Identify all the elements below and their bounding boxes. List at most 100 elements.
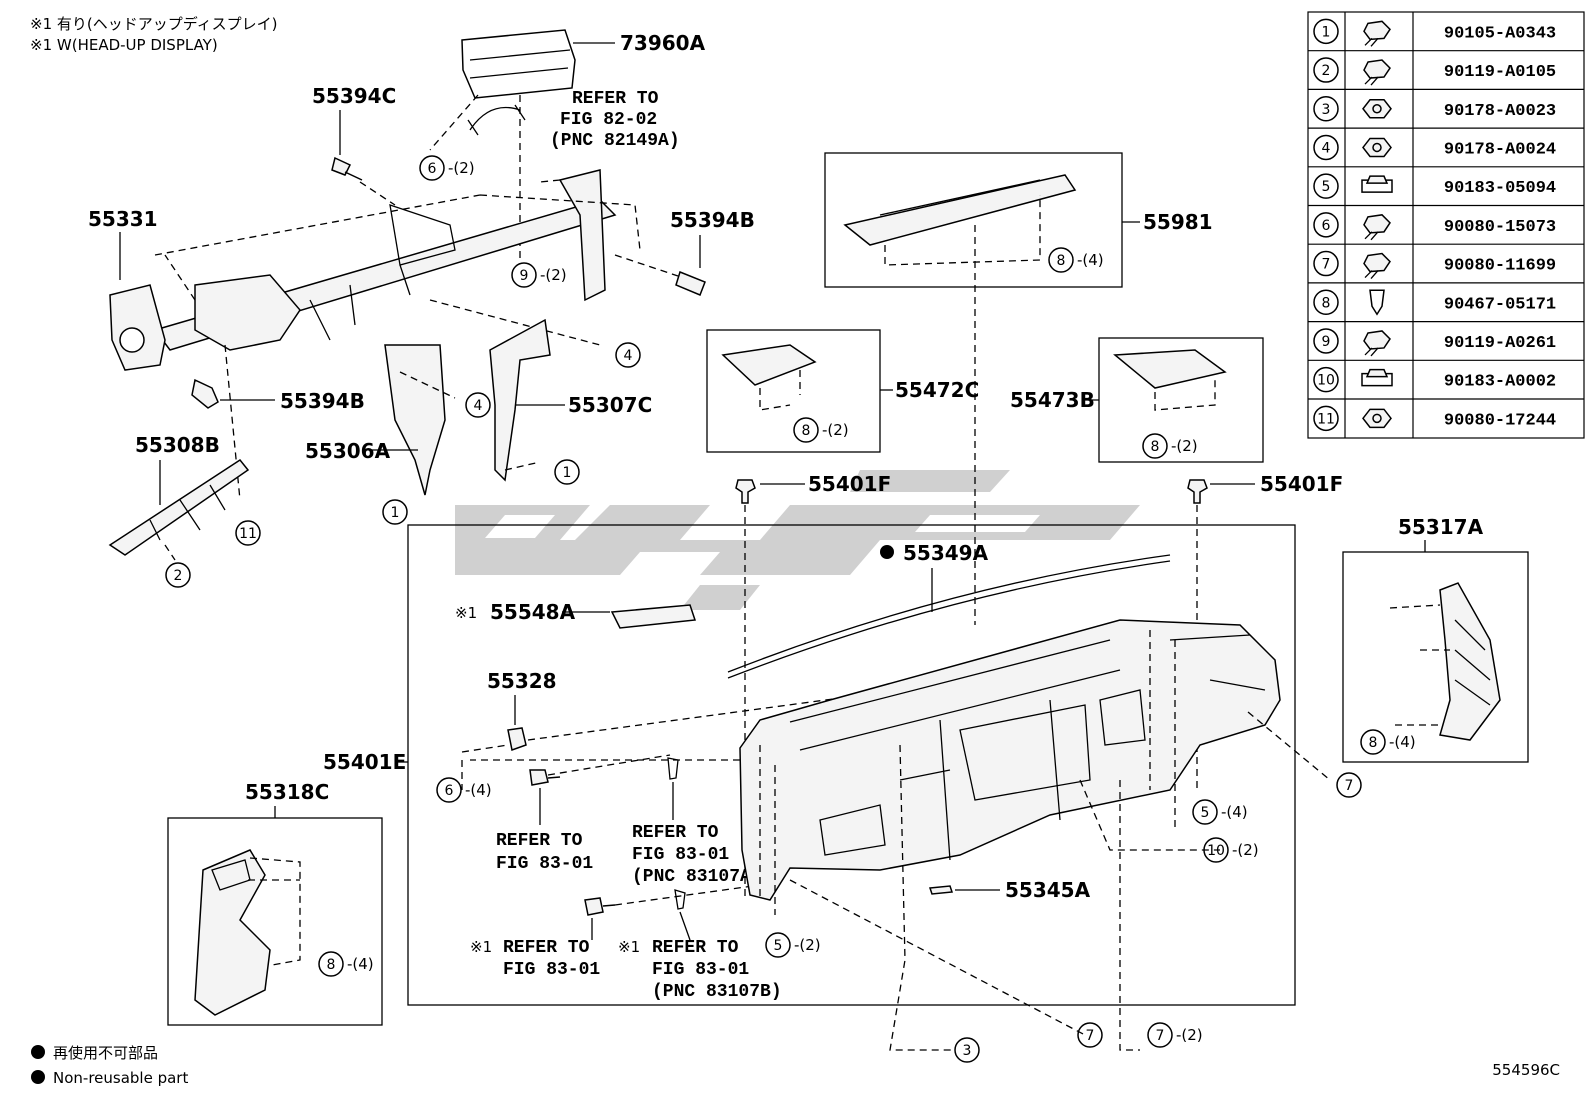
clip-nut-icon (1361, 368, 1393, 387)
fastener-number-circle (1313, 405, 1339, 432)
box-55473b: 55473B (1010, 337, 1264, 463)
steering-support-group: 73960A REFER TO FIG 82-02 (PNC 82149A) 5… (88, 29, 755, 561)
panel-55473b (1113, 349, 1227, 389)
callout-c4b: 4 (465, 392, 491, 418)
label-55307c: 55307C (568, 393, 652, 417)
fastener-part-number: 90080-11699 (1444, 257, 1556, 276)
svg-text:8: 8 (802, 423, 811, 439)
label-55331: 55331 (88, 207, 158, 231)
fastener-part-number: 90119-A0261 (1444, 334, 1556, 353)
callout-c5-2: 5 -(2) (765, 932, 821, 958)
fastener-part-number: 90467-05171 (1444, 295, 1556, 314)
legend: 再使用不可部品 Non-reusable part (31, 1044, 188, 1087)
svg-text:-(2): -(2) (794, 936, 821, 954)
flange-bolt-icon (1363, 330, 1391, 357)
svg-text:6: 6 (428, 161, 437, 177)
label-55308b: 55308B (135, 433, 220, 457)
svg-text:5: 5 (1201, 805, 1210, 821)
svg-text:11: 11 (239, 526, 257, 542)
refer-83-01-c: REFER TO FIG 83-01 (503, 938, 600, 980)
fastener-number: 7 (1322, 257, 1331, 273)
screw-refer-2-icon (584, 897, 616, 916)
svg-text:10: 10 (1207, 843, 1225, 859)
svg-text:REFER TO: REFER TO (572, 89, 659, 109)
screw-refer-icon (529, 769, 561, 786)
fastener-part-number: 90183-A0002 (1444, 373, 1556, 392)
svg-text:FIG 82-02: FIG 82-02 (560, 110, 657, 130)
label-55318c: 55318C (245, 780, 329, 804)
label-55401f-left: 55401F (808, 472, 891, 496)
screw-icon (1363, 214, 1391, 241)
svg-text:7: 7 (1086, 1028, 1095, 1044)
fastener-number: 4 (1322, 140, 1331, 156)
fastener-part-number: 90105-A0343 (1444, 24, 1556, 43)
callout-c9-2: 9 -(2) (511, 262, 567, 288)
fastener-part-number: 90080-17244 (1444, 411, 1556, 430)
fastener-number-circle (1313, 173, 1339, 199)
fastener-number: 2 (1322, 63, 1331, 79)
callout-c8-4c: 8-(4) (318, 951, 374, 977)
clip-refer-icon (667, 757, 679, 780)
fastener-part-number: 90178-A0024 (1444, 140, 1556, 159)
label-55345a: 55345A (1005, 878, 1091, 902)
fastener-row: 7 90080-11699 (1313, 250, 1556, 279)
legend-dot-2 (31, 1070, 45, 1084)
callouts: 6-(2)9-(2)44112118-(4)8-(2)8-(2)6-(4)5-(… (165, 155, 1416, 1063)
clip-55345a (928, 885, 954, 895)
label-55317a: 55317A (1398, 515, 1484, 539)
svg-text:-(2): -(2) (540, 266, 567, 284)
fastener-number-circle (1313, 134, 1339, 161)
callout-c5-4: 5-(4) (1192, 799, 1248, 825)
clip-55328 (507, 727, 527, 751)
label-55401f-right: 55401F (1260, 472, 1343, 496)
svg-text:6: 6 (445, 783, 454, 799)
svg-text:2: 2 (174, 568, 183, 584)
fastener-number: 6 (1322, 218, 1331, 234)
callout-c1b: 1 (382, 499, 408, 525)
fastener-row: 6 90080-15073 (1313, 212, 1556, 241)
svg-text:-(2): -(2) (448, 159, 475, 177)
refer-83-01-b: REFER TO FIG 83-01 (PNC 83107A) (632, 823, 762, 887)
brace-55308b (108, 458, 250, 556)
svg-text:5: 5 (774, 938, 783, 954)
flange-bolt-icon (1363, 20, 1391, 47)
svg-text:1: 1 (563, 465, 572, 481)
fastener-number: 11 (1317, 411, 1335, 427)
svg-text:8: 8 (1057, 253, 1066, 269)
refer-82-02: REFER TO FIG 82-02 (PNC 82149A) (550, 89, 680, 151)
label-55394b-left: 55394B (280, 389, 365, 413)
fastener-number: 3 (1322, 102, 1331, 118)
label-55981: 55981 (1143, 210, 1213, 234)
clip-icon (1369, 289, 1385, 316)
svg-text:7: 7 (1156, 1028, 1165, 1044)
box-55318c: 55318C (167, 780, 383, 1026)
svg-text:-(4): -(4) (1077, 251, 1104, 269)
panel-55472c (721, 344, 817, 386)
legend-text-en: Non-reusable part (53, 1069, 188, 1087)
bolt-55394c-icon (331, 156, 363, 181)
refer-83-01-d: REFER TO FIG 83-01 (PNC 83107B) (652, 938, 782, 1002)
callout-c10-2: 10-(2) (1203, 837, 1259, 863)
bracket-55306a (384, 344, 446, 496)
fastener-number: 8 (1322, 295, 1331, 311)
svg-text:9: 9 (520, 268, 529, 284)
svg-text:REFER TO: REFER TO (496, 831, 583, 851)
fastener-row: 11 90080-17244 (1313, 405, 1556, 432)
fastener-number-circle (1313, 289, 1339, 315)
legend-dot-1 (31, 1045, 45, 1059)
dashboard-box: 55401E 55349A ※1 55548A 55328 REFER TO F… (323, 524, 1331, 1051)
fastener-number-circle (1313, 96, 1339, 122)
box-55472c: 55472C (706, 329, 979, 453)
callout-c7b: 7 (1336, 772, 1362, 798)
label-73960a: 73960A (620, 31, 706, 55)
callout-c8-2a: 8-(2) (793, 417, 849, 443)
svg-text:1: 1 (391, 505, 400, 521)
svg-text:4: 4 (474, 398, 483, 414)
part-55981 (843, 174, 1077, 246)
hud-unit-73960a (461, 29, 576, 99)
svg-text:FIG 83-01: FIG 83-01 (632, 845, 729, 865)
fastener-part-number: 90080-15073 (1444, 218, 1556, 237)
